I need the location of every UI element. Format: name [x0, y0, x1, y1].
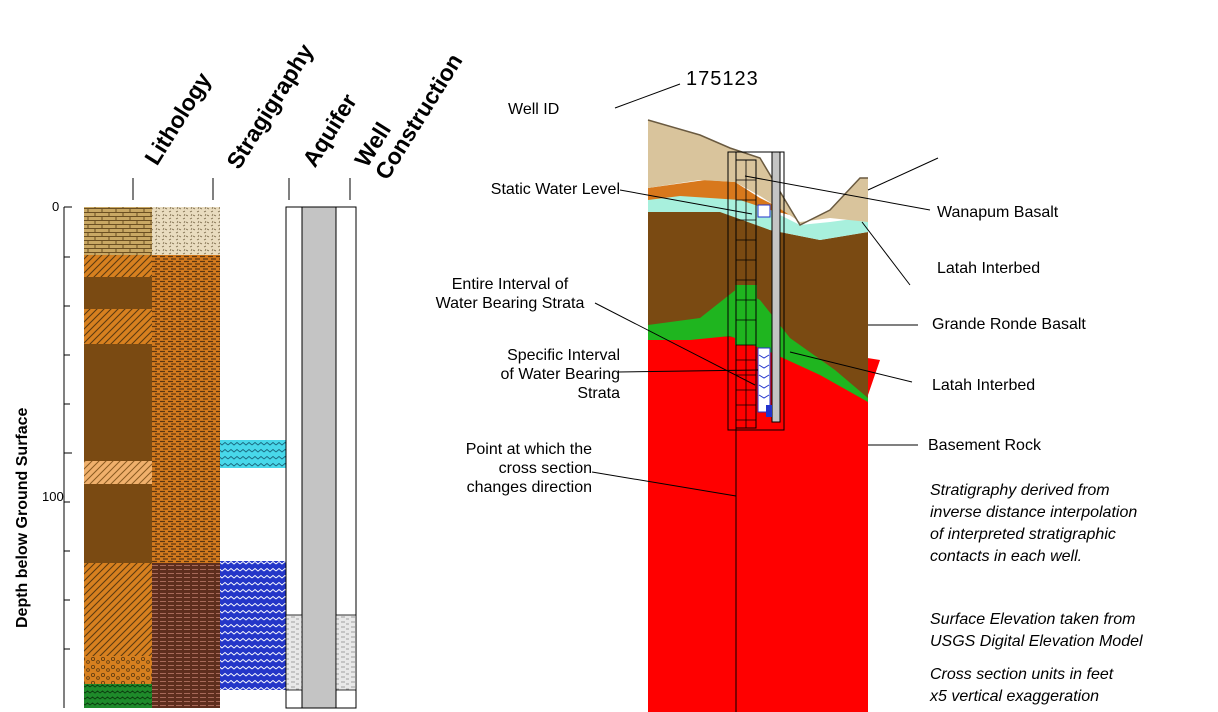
label-latah-interbed-upper: Latah Interbed	[937, 260, 1041, 277]
litho-brown-layer	[84, 277, 152, 309]
litho-brown-layer	[84, 484, 152, 563]
strat-dark-dashed-layer	[152, 563, 220, 708]
label-entire-interval: Entire Interval of Water Bearing Strata	[435, 276, 585, 312]
latah-interbed-lower	[648, 288, 868, 402]
label-grande-ronde-basalt: Grande Ronde Basalt	[932, 316, 1086, 333]
note-surface-elevation: Surface Elevation taken from USGS Digita…	[930, 611, 1143, 650]
header-leader-lines	[132, 178, 351, 200]
depth-tick-100: 100	[42, 489, 64, 504]
litho-light-hatch-layer	[84, 461, 152, 484]
well-construction-column	[285, 206, 357, 709]
note-units-exaggeration: Cross section units in feet x5 vertical …	[930, 666, 1114, 705]
well-screen	[766, 405, 772, 417]
aquifer-cyan-interval	[220, 440, 286, 468]
screen-left	[285, 614, 303, 691]
stratigraphy-column	[152, 207, 220, 708]
cross-section-well-borehole	[727, 151, 785, 431]
screen-right	[335, 614, 357, 691]
well-id-number: 175123	[686, 68, 759, 90]
label-latah-interbed-lower: Latah Interbed	[932, 377, 1036, 394]
well-log-graphic	[63, 178, 357, 709]
depth-tick-0: 0	[52, 199, 60, 214]
litho-hatch-layer	[84, 255, 152, 277]
note-stratigraphy-method: Stratigraphy derived from inverse distan…	[930, 482, 1138, 565]
left-leader-lines	[591, 83, 759, 497]
well-aquifer-small	[757, 204, 771, 218]
casing	[301, 206, 337, 709]
litho-hatch-layer	[84, 563, 152, 656]
litho-green-layer	[84, 684, 152, 708]
litho-brick-layer	[84, 207, 152, 255]
well-casing	[771, 151, 781, 423]
strat-speckled-layer	[152, 207, 220, 255]
wanapum-basalt	[648, 180, 790, 215]
aquifer-column	[220, 440, 286, 690]
surface-soil	[648, 120, 868, 225]
right-leader-lines	[744, 157, 939, 446]
depth-minor-ticks	[64, 206, 72, 650]
basement-rock	[648, 336, 880, 712]
label-static-water-level: Static Water Level	[490, 181, 620, 198]
label-wanapum-basalt: Wanapum Basalt	[937, 204, 1059, 221]
label-well-id: Well ID	[508, 101, 560, 118]
aquifer-blue-interval	[220, 561, 286, 690]
litho-brown-layer	[84, 344, 152, 461]
label-basement-rock: Basement Rock	[928, 437, 1041, 454]
ground-surface-line	[647, 119, 868, 226]
litho-hatch-layer	[84, 309, 152, 344]
litho-gravel-layer	[84, 656, 152, 684]
label-specific-interval: Specific Interval of Water Bearing Strat…	[500, 347, 620, 402]
label-direction-point: Point at which the cross section changes…	[465, 441, 592, 496]
strat-dashed-layer	[152, 255, 220, 563]
lithology-column	[84, 207, 152, 708]
